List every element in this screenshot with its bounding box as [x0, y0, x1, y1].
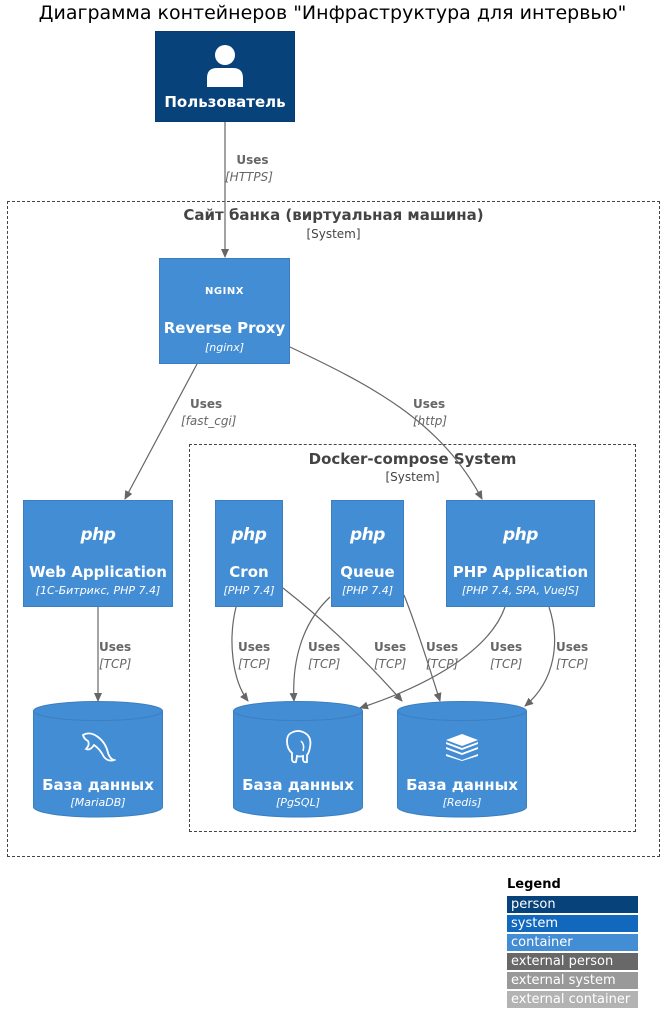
legend: Legend person system container external … — [507, 877, 638, 1010]
mariadb-node[interactable]: База данных [MariaDB] — [33, 701, 163, 819]
edge-queue-redis — [403, 594, 442, 702]
diagram-title: Диаграмма контейнеров "Инфраструктура дл… — [38, 2, 627, 24]
web-application-name: Web Application — [29, 563, 167, 581]
php-logo: php — [80, 525, 116, 545]
pgsql-node[interactable]: База данных [PgSQL] — [233, 701, 363, 819]
cron-node[interactable]: php Cron [PHP 7.4] — [215, 500, 283, 607]
edge-phpapp-redis — [524, 606, 556, 707]
legend-item-system: system — [507, 915, 638, 932]
user-name: Пользователь — [164, 93, 286, 111]
queue-name: Queue — [340, 563, 395, 581]
legend-item-container: container — [507, 934, 638, 951]
redis-stack-icon — [397, 733, 527, 761]
pgsql-tech: [PgSQL] — [276, 796, 320, 809]
bank-boundary: Сайт банка (виртуальная машина) [System] — [7, 201, 660, 857]
legend-item-external-system: external system — [507, 972, 638, 989]
legend-item-person: person — [507, 896, 638, 913]
redis-tech: [Redis] — [442, 796, 482, 809]
edge-label-webapp-mariadb: Uses[TCP] — [99, 640, 132, 671]
edge-cron-pgsql — [231, 606, 249, 702]
php-application-tech: [PHP 7.4, SPA, VueJS] — [461, 584, 580, 597]
docker-boundary-type: [System] — [385, 470, 440, 484]
edge-phpapp-pgsql — [359, 606, 506, 710]
legend-title: Legend — [507, 877, 561, 892]
php-logo: php — [350, 525, 385, 545]
redis-node[interactable]: База данных [Redis] — [397, 701, 527, 819]
queue-node[interactable]: php Queue [PHP 7.4] — [331, 500, 404, 607]
queue-tech: [PHP 7.4] — [341, 584, 394, 597]
edge-label-queue-redis: Uses[TCP] — [426, 640, 459, 671]
reverse-proxy-name: Reverse Proxy — [163, 319, 286, 337]
pgsql-name: База данных — [242, 776, 354, 794]
redis-name: База данных — [406, 776, 518, 794]
person-icon — [156, 44, 294, 88]
reverse-proxy-tech: [nginx] — [204, 341, 245, 354]
php-logo: php — [231, 525, 267, 545]
docker-boundary-name: Docker-compose System — [308, 450, 517, 468]
redis-cylinder — [397, 701, 527, 818]
edge-label-queue-pgsql: Uses[TCP] — [308, 640, 341, 671]
php-application-node[interactable]: php PHP Application [PHP 7.4, SPA, VueJS… — [446, 500, 595, 607]
edge-label-user-proxy: Uses[HTTPS] — [225, 153, 273, 184]
docker-boundary: Docker-compose System [System] — [189, 444, 636, 832]
pgsql-cylinder — [233, 701, 363, 818]
bank-boundary-type: [System] — [306, 227, 361, 241]
edge-proxy-webapp — [124, 363, 198, 500]
elephant-icon — [233, 729, 363, 765]
reverse-proxy-node[interactable]: NGINX Reverse Proxy [nginx] — [159, 258, 290, 364]
php-logo: php — [503, 525, 538, 545]
legend-item-external-container: external container — [507, 991, 638, 1008]
edge-label-cron-pgsql: Uses[TCP] — [238, 640, 271, 671]
cron-name: Cron — [229, 563, 269, 581]
edge-queue-pgsql — [289, 596, 331, 702]
web-application-tech: [1C-Битрикс, PHP 7.4] — [35, 584, 161, 597]
edge-proxy-phpapp — [289, 346, 483, 500]
web-application-node[interactable]: php Web Application [1C-Битрикс, PHP 7.4… — [23, 500, 173, 607]
legend-item-external-person: external person — [507, 953, 638, 970]
edge-label-cron-redis: Uses[TCP] — [374, 640, 407, 671]
dolphin-icon — [33, 729, 163, 763]
edge-label-phpapp-pgsql: Uses[TCP] — [490, 640, 523, 671]
php-application-name: PHP Application — [452, 563, 589, 581]
mariadb-cylinder — [33, 701, 163, 818]
mariadb-tech: [MariaDB] — [70, 796, 126, 809]
edge-cron-redis — [282, 587, 403, 702]
bank-boundary-name: Сайт банка (виртуальная машина) — [183, 206, 484, 224]
nginx-logo: NGINX — [205, 286, 244, 297]
edge-label-proxy-phpapp: Uses[http] — [413, 397, 447, 428]
edge-label-proxy-webapp: Uses[fast_cgi] — [181, 397, 237, 428]
cron-tech: [PHP 7.4] — [223, 584, 275, 597]
mariadb-name: База данных — [42, 776, 154, 794]
user-node[interactable]: Пользователь — [155, 31, 295, 122]
edge-label-phpapp-redis: Uses[TCP] — [556, 640, 589, 671]
